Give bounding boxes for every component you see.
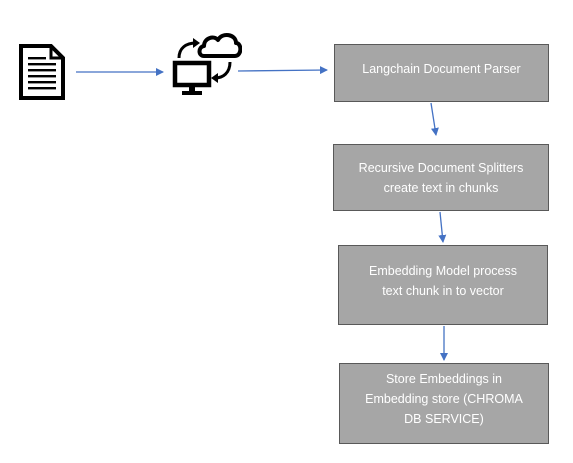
document-icon: [18, 43, 66, 101]
node-label: Recursive Document Splitters create text…: [358, 160, 524, 195]
node-store-embeddings: Store Embeddings in Embedding store (CHR…: [339, 363, 549, 444]
node-langchain-document-parser: Langchain Document Parser: [334, 44, 549, 102]
node-label: Embedding Model process text chunk in to…: [369, 264, 517, 298]
arrow-sync-to-parser: [237, 66, 328, 75]
computer-cloud-sync-icon: [170, 30, 243, 100]
node-label: Langchain Document Parser: [362, 62, 521, 76]
node-embedding-model: Embedding Model process text chunk in to…: [338, 245, 548, 325]
node-recursive-document-splitters: Recursive Document Splitters create text…: [333, 144, 549, 211]
node-label: Store Embeddings in Embedding store (CHR…: [365, 372, 523, 426]
arrow-parser-to-splitter: [430, 102, 439, 136]
arrow-splitter-to-embedding: [438, 211, 447, 243]
